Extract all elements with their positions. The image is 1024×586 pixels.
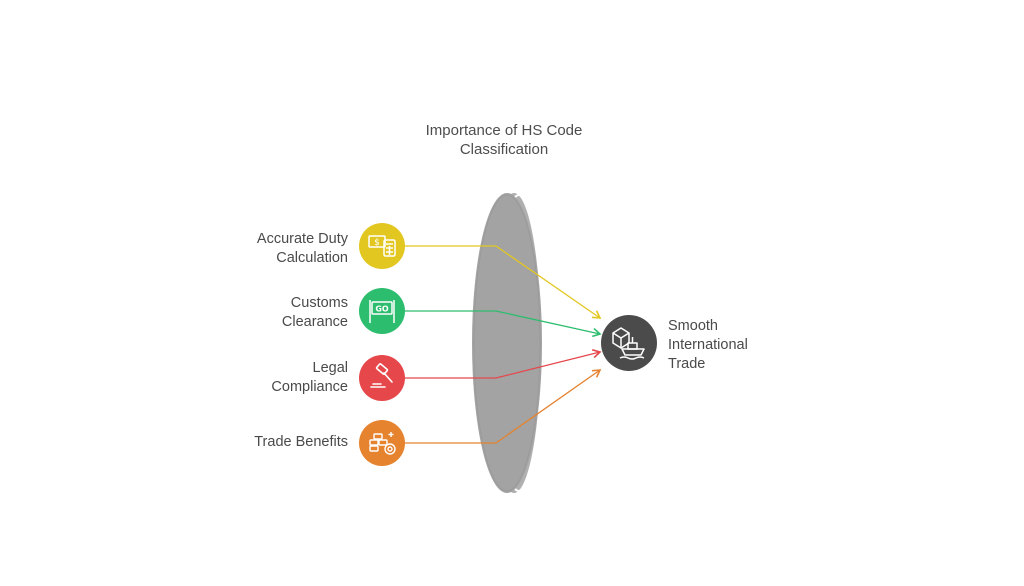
diagram-title: Importance of HS Code Classification xyxy=(404,121,604,159)
outcome-label-line: Smooth xyxy=(668,318,718,334)
factor-label-line: Calculation xyxy=(276,250,348,266)
factor-node-accurate-duty: $ xyxy=(359,223,405,269)
connector-legal-compliance xyxy=(405,349,602,379)
factor-node-legal-compliance xyxy=(359,355,405,401)
factor-node-customs-clearance: GO xyxy=(359,288,405,334)
factor-circle xyxy=(359,223,405,269)
factor-label-line: Customs xyxy=(290,295,348,311)
svg-text:GO: GO xyxy=(375,305,389,314)
lens-front xyxy=(472,193,542,493)
factor-label-trade-benefits: Trade Benefits xyxy=(254,433,348,452)
factor-circle xyxy=(359,355,405,401)
lens xyxy=(472,193,543,493)
connector-accurate-duty xyxy=(405,245,602,319)
gavel-icon xyxy=(370,363,393,388)
svg-text:$: $ xyxy=(374,238,380,248)
factor-label-customs-clearance: Customs Clearance xyxy=(282,294,348,332)
outcome-label-line: Trade xyxy=(668,356,706,372)
outcome-label: Smooth International Trade xyxy=(668,317,748,374)
outcome-label-line: International xyxy=(668,337,748,353)
factor-label-line: Clearance xyxy=(281,314,348,330)
shipping-boxes-icon xyxy=(612,327,645,360)
factor-node-trade-benefits xyxy=(359,420,405,466)
connector-trade-benefits xyxy=(405,369,602,444)
factor-label-legal-compliance: Legal Compliance xyxy=(271,359,348,397)
lens-edge xyxy=(473,194,541,492)
factor-label-accurate-duty: Accurate Duty Calculation xyxy=(257,230,348,268)
connector-customs-clearance xyxy=(405,310,602,338)
go-sign-icon: GO xyxy=(369,300,395,323)
outcome-node xyxy=(601,315,657,371)
factor-label-line: Compliance xyxy=(271,379,348,395)
title-line-2: Classification xyxy=(459,141,549,158)
gold-bars-coin-icon xyxy=(369,432,396,455)
factor-label-line: Trade Benefits xyxy=(254,434,348,450)
title-line-1: Importance of HS Code xyxy=(425,122,583,139)
factor-circle xyxy=(359,420,405,466)
factor-label-line: Accurate Duty xyxy=(256,231,348,247)
factor-label-line: Legal xyxy=(312,360,348,376)
calculator-money-icon: $ xyxy=(368,235,396,257)
